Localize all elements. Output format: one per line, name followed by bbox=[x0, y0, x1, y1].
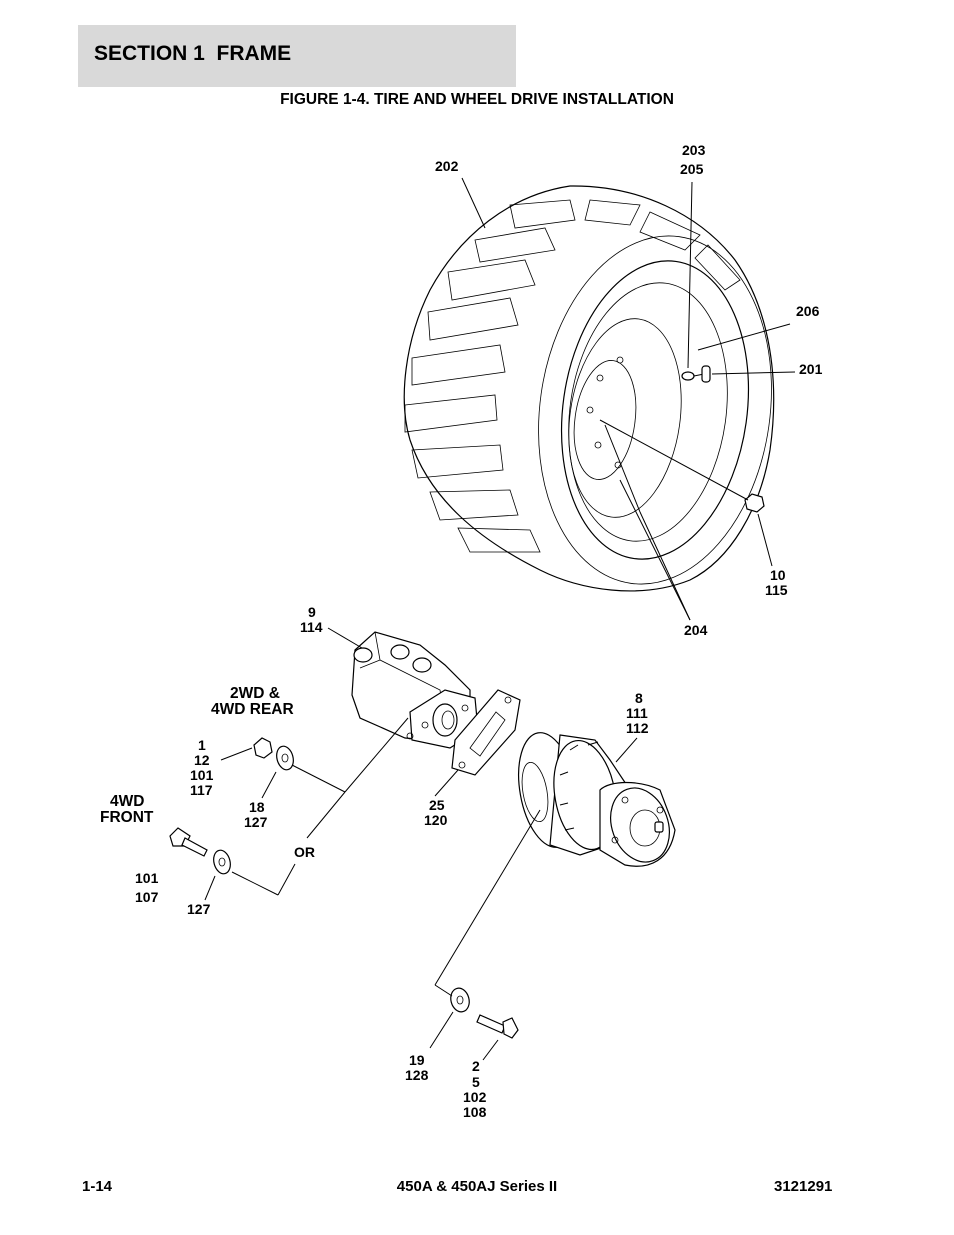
section-title: SECTION 1 FRAME bbox=[94, 42, 292, 65]
callout-205: 205 bbox=[680, 161, 704, 177]
callout-117: 117 bbox=[190, 782, 213, 798]
tire-illustration bbox=[403, 185, 775, 592]
label-4wd-front-line2: FRONT bbox=[100, 809, 154, 826]
callout-101-front: 101 bbox=[135, 870, 159, 886]
label-or: OR bbox=[294, 844, 315, 860]
callout-25: 25 bbox=[429, 797, 445, 813]
callout-2: 2 bbox=[472, 1058, 480, 1074]
callout-108: 108 bbox=[463, 1104, 487, 1120]
callout-204: 204 bbox=[684, 622, 708, 638]
callout-115: 115 bbox=[765, 582, 788, 598]
section-header-bar bbox=[78, 25, 516, 87]
hardware-illustration bbox=[169, 737, 519, 1039]
callout-120: 120 bbox=[424, 812, 448, 828]
callout-102: 102 bbox=[463, 1089, 487, 1105]
footer-page-number: 1-14 bbox=[82, 1178, 113, 1195]
callout-8: 8 bbox=[635, 690, 643, 706]
figure-title: FIGURE 1-4. TIRE AND WHEEL DRIVE INSTALL… bbox=[280, 91, 674, 108]
torque-hub-illustration bbox=[518, 732, 676, 867]
callout-114: 114 bbox=[300, 619, 323, 635]
callout-206: 206 bbox=[796, 303, 820, 319]
callout-101-rear: 101 bbox=[190, 767, 214, 783]
callout-12: 12 bbox=[194, 752, 210, 768]
callout-203: 203 bbox=[682, 142, 706, 158]
gasket-illustration bbox=[451, 689, 521, 776]
callout-107: 107 bbox=[135, 889, 159, 905]
callout-112: 112 bbox=[626, 720, 649, 736]
callout-128: 128 bbox=[405, 1067, 429, 1083]
drive-motor-illustration bbox=[351, 631, 479, 749]
callout-127-rear: 127 bbox=[244, 814, 268, 830]
callout-1: 1 bbox=[198, 737, 206, 753]
callout-111: 111 bbox=[626, 705, 648, 721]
label-2wd-4wd-rear-line2: 4WD REAR bbox=[211, 701, 294, 718]
callout-18: 18 bbox=[249, 799, 265, 815]
label-2wd-4wd-rear-line1: 2WD & bbox=[230, 685, 280, 702]
callout-202: 202 bbox=[435, 158, 459, 174]
label-4wd-front-line1: 4WD bbox=[110, 793, 144, 810]
callout-201: 201 bbox=[799, 361, 823, 377]
callout-19: 19 bbox=[409, 1052, 425, 1068]
footer-doc-number: 3121291 bbox=[774, 1178, 833, 1195]
callout-9: 9 bbox=[308, 604, 316, 620]
callout-5: 5 bbox=[472, 1074, 480, 1090]
footer-model: 450A & 450AJ Series II bbox=[396, 1178, 558, 1195]
callout-10: 10 bbox=[770, 567, 786, 583]
callout-127-front: 127 bbox=[187, 901, 211, 917]
